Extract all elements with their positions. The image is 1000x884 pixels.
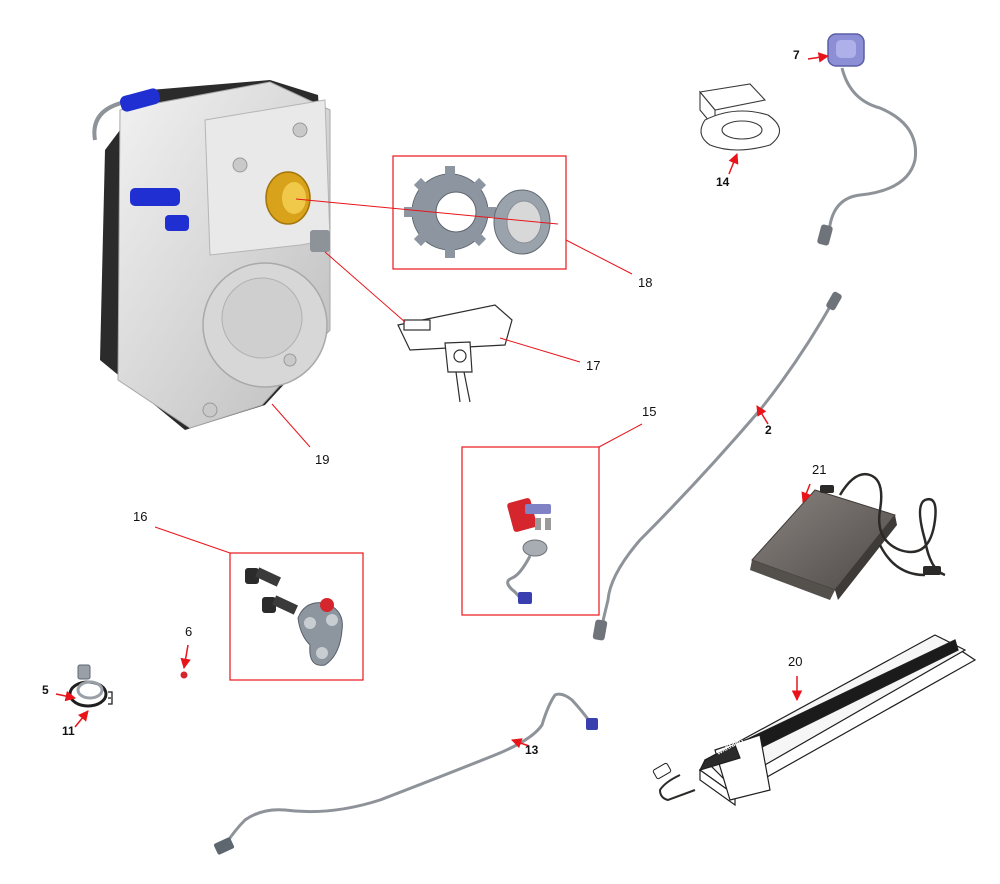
callout-15: 15 [642, 404, 656, 419]
leader-lines [154, 198, 643, 554]
cable-13 [223, 692, 592, 846]
cable-plug-top [826, 291, 842, 311]
callout-13: 13 [525, 743, 539, 757]
callout-5: 5 [42, 683, 49, 697]
callout-11: 11 [62, 724, 75, 738]
display-mount [698, 83, 781, 151]
main-cable [600, 297, 837, 626]
battery-pack [698, 634, 977, 807]
callout-arrows [55, 52, 830, 749]
charger-cable [838, 472, 946, 577]
charger [750, 489, 897, 600]
callout-19: 19 [315, 452, 329, 467]
callout-7: 7 [793, 48, 800, 62]
remote-switch [827, 33, 865, 67]
cable-13-plug-left [213, 837, 235, 855]
motor-connector-top [119, 88, 161, 112]
remote-plug [817, 224, 833, 246]
box-16 [229, 552, 364, 681]
callout-2: 2 [765, 423, 772, 437]
motor-connector-low [165, 215, 189, 231]
callout-17: 17 [586, 358, 600, 373]
motor-unit [92, 80, 331, 430]
callout-16: 16 [133, 509, 147, 524]
remote-cable [823, 67, 918, 239]
cable-13-plug-right [586, 718, 598, 730]
motor-connector-mid [130, 188, 180, 206]
box-15 [461, 446, 600, 616]
callout-20: 20 [788, 654, 802, 669]
callout-6: 6 [185, 624, 192, 639]
charger-plug [923, 566, 941, 575]
cable-plug-bottom [592, 619, 608, 641]
callout-14: 14 [716, 175, 730, 189]
battery-lead [658, 774, 696, 802]
callout-18: 18 [638, 275, 652, 290]
speed-sensor-mount [310, 230, 330, 252]
small-red-part [180, 671, 188, 679]
speed-sensor [397, 304, 513, 403]
cable-clamp-assembly [68, 664, 113, 708]
callout-21: 21 [812, 462, 826, 477]
chainring-spider [404, 166, 496, 258]
light-connector-assembly [506, 498, 551, 604]
bolts-and-crank-arm [245, 567, 343, 666]
box-18 [392, 155, 567, 270]
